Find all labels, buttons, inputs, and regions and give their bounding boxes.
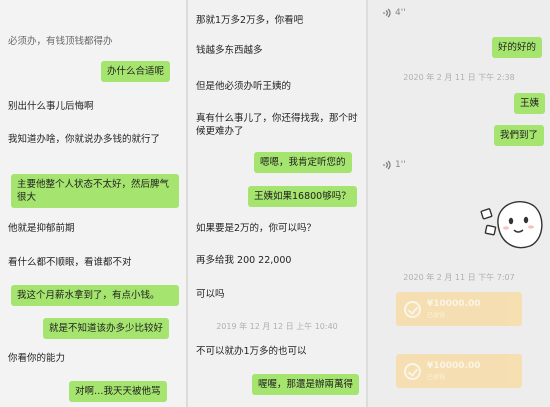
timestamp: 2019 年 12 月 12 日 上午 10:40	[216, 322, 338, 331]
voice-wave-icon	[383, 160, 391, 170]
voice-duration: 1''	[395, 160, 406, 170]
sent-message-bubble[interactable]: 就是不知道该办多少比较好	[43, 318, 170, 339]
voice-message[interactable]: 1''	[382, 160, 406, 170]
received-message: 他就是抑郁前期	[8, 223, 75, 234]
received-message: 可以吗	[196, 289, 225, 300]
received-message: 你看你的能力	[8, 353, 66, 364]
transfer-card[interactable]: ¥10000.00 已收钱	[396, 292, 522, 326]
check-circle-icon	[404, 362, 421, 380]
transfer-amount: ¥10000.00	[427, 361, 481, 371]
received-message: 钱越多东西越多	[196, 45, 263, 56]
sent-message-bubble[interactable]: 嗯嗯，我肯定听您的	[254, 152, 352, 173]
received-message: 别出什么事儿后悔啊	[8, 101, 94, 112]
sent-message-bubble[interactable]: 王姨	[514, 93, 546, 114]
transfer-amount: ¥10000.00	[427, 299, 481, 309]
voice-duration: 4''	[395, 8, 406, 18]
panel-divider	[186, 0, 188, 407]
sent-message-bubble[interactable]: 办什么合适呢	[101, 61, 171, 82]
check-circle-icon	[404, 300, 421, 318]
timestamp: 2020 年 2 月 11 日 下午 2:38	[403, 73, 515, 82]
received-message: 我知道办啥，你就说办多钱的就行了	[8, 134, 161, 145]
transfer-status: 已收钱	[427, 312, 446, 319]
received-message: 看什么都不顺眼，看谁都不对	[8, 257, 132, 268]
sent-message-bubble[interactable]: 喔喔，那還是辦兩萬得	[252, 374, 360, 395]
chat-panel-2[interactable]: 那就1万多2万多，你看吧 钱越多东西越多 但是他必须办听王姨的 真有什么事儿了，…	[188, 0, 366, 407]
transfer-status: 已收钱	[427, 374, 446, 381]
timestamp: 2020 年 2 月 11 日 下午 7:07	[403, 273, 515, 282]
received-message: 不可以就办1万多的也可以	[196, 346, 307, 357]
sent-message-bubble[interactable]: 我这个月薪水拿到了，有点小钱。	[11, 285, 179, 306]
received-message: 必须办，有钱顶钱都得办	[8, 36, 113, 47]
sent-message-bubble[interactable]: 王姨如果16800够吗？	[248, 186, 357, 207]
chat-panel-3[interactable]: 4'' 好的好的 2020 年 2 月 11 日 下午 2:38 王姨 我們到了…	[368, 0, 550, 407]
received-message: 但是他必须办听王姨的	[196, 81, 292, 92]
transfer-card[interactable]: ¥10000.00 已收钱	[396, 354, 522, 388]
sent-message-bubble[interactable]: 主要他整个人状态不太好，然后脾气很大	[11, 174, 179, 208]
sent-message-bubble[interactable]: 对啊…我天天被他骂	[69, 381, 167, 402]
panel-divider	[366, 0, 368, 407]
received-message: 真有什么事儿了，你还得找我，那个时候更难办了	[196, 113, 358, 137]
received-message: 如果要是2万的，你可以吗？	[196, 223, 317, 234]
received-message: 再多给我 200 22,000	[196, 255, 292, 266]
voice-wave-icon	[383, 8, 391, 18]
cartoon-sticker-icon[interactable]	[478, 190, 548, 252]
sent-message-bubble[interactable]: 好的好的	[492, 37, 543, 58]
voice-message[interactable]: 4''	[382, 8, 406, 18]
sent-message-bubble[interactable]: 我們到了	[494, 125, 545, 146]
chat-panel-1[interactable]: 必须办，有钱顶钱都得办 办什么合适呢 别出什么事儿后悔啊 我知道办啥，你就说办多…	[0, 0, 186, 407]
received-message: 那就1万多2万多，你看吧	[196, 15, 304, 26]
